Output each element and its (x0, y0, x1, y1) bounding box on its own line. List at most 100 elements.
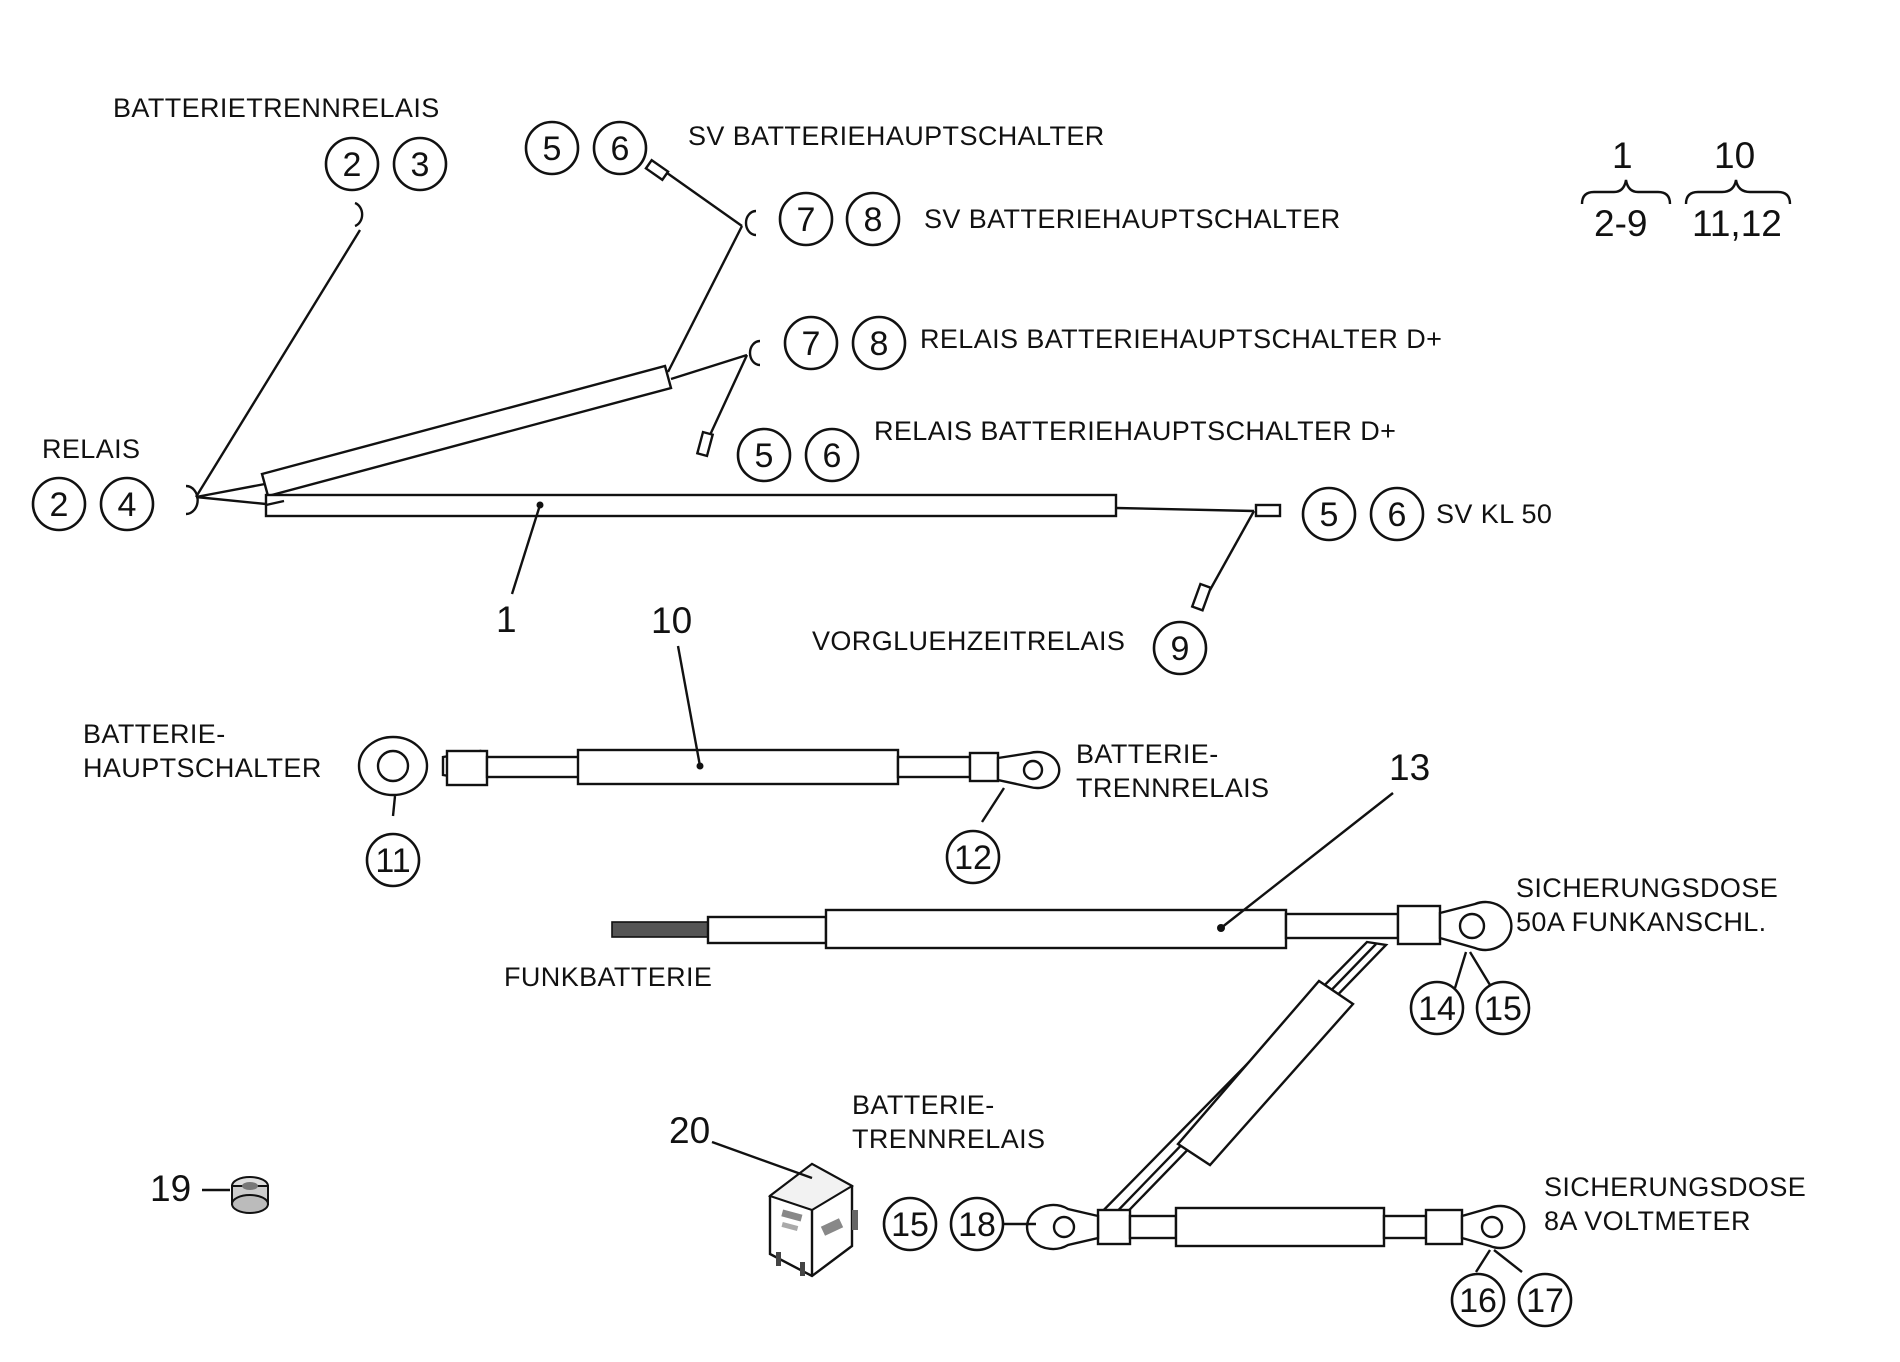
label-batterie-trennrelais-b-2: TRENNRELAIS (852, 1124, 1045, 1154)
lug-16-leader-b (1493, 1249, 1523, 1273)
svg-text:7: 7 (797, 201, 816, 239)
part-number-1: 1 (496, 599, 517, 640)
callout-kl50-6: 6 (1369, 486, 1425, 542)
main-sleeve (264, 493, 1118, 518)
sv-56-pin (644, 158, 670, 182)
svg-text:4: 4 (118, 486, 137, 524)
label-relais-batteriehauptschalter-1: RELAIS BATTERIEHAUPTSCHALTER D+ (920, 324, 1442, 354)
callout-sv2-7: 7 (778, 191, 834, 247)
svg-text:11: 11 (375, 842, 410, 880)
relay-20-icon (711, 1140, 858, 1278)
svg-text:5: 5 (755, 437, 774, 475)
label-batterie-trennrelais-b-1: BATTERIE- (852, 1090, 995, 1120)
harness-1 (185, 158, 1282, 612)
label-relais-batteriehauptschalter-2: RELAIS BATTERIEHAUPTSCHALTER D+ (874, 416, 1396, 446)
callout-rel-4: 4 (99, 476, 155, 532)
wire-to-sv-56 (659, 167, 743, 227)
wire-to-sv-78 (666, 225, 744, 373)
callout-17: 17 (1517, 1272, 1573, 1328)
lug-14-leader-a (1453, 951, 1468, 989)
lug-11-leader (391, 795, 397, 817)
callout-14: 14 (1409, 980, 1465, 1036)
svg-text:5: 5 (1320, 496, 1339, 534)
rd-78-connector (748, 339, 761, 367)
lug-12-hole (1022, 759, 1044, 781)
callout-kl50-5: 5 (1301, 486, 1357, 542)
item-10-leader (676, 645, 702, 767)
svg-text:2: 2 (343, 146, 362, 184)
svg-text:5: 5 (543, 130, 562, 168)
callout-circles: 2 3 5 6 7 8 7 8 5 6 2 4 5 6 9 11 12 14 1… (31, 120, 1573, 1328)
wire-to-kl50 (1115, 506, 1255, 513)
part-number-10: 10 (651, 600, 692, 641)
sleeve-join (265, 499, 285, 507)
callout-sv1-6: 6 (592, 120, 648, 176)
cable-13-left (706, 915, 828, 945)
lug-16-leader-a (1474, 1249, 1492, 1273)
label-batterie-hauptschalter-1: BATTERIE- (83, 719, 226, 749)
label-batterie-trennrelais-1: BATTERIE- (1076, 739, 1219, 769)
wire-to-main-sleeve (195, 495, 267, 506)
upper-sleeve (260, 364, 673, 498)
label-batterie-hauptschalter-2: HAUPTSCHALTER (83, 753, 322, 783)
wire-to-rd-56 (708, 354, 749, 436)
label-sicherungsdose-50a-2: 50A FUNKANSCHL. (1516, 907, 1767, 937)
label-batterietrennrelais-top: BATTERIETRENNRELAIS (113, 93, 440, 123)
wire-to-rd-78 (670, 353, 748, 381)
svg-text:9: 9 (1171, 630, 1190, 668)
grommet-19-icon (202, 1176, 269, 1214)
svg-text:8: 8 (870, 325, 889, 363)
legend-parent-a: 1 (1612, 135, 1633, 176)
cable-10-left (485, 755, 581, 779)
svg-text:15: 15 (1484, 990, 1522, 1028)
item-13-leader (1220, 792, 1394, 929)
lug-14-crimp (1396, 904, 1442, 946)
svg-text:7: 7 (802, 325, 821, 363)
sleeve-10 (576, 748, 900, 786)
wire-to-upper-sleeve (195, 482, 266, 499)
lug-18-crimp (1096, 1208, 1132, 1246)
svg-text:12: 12 (954, 839, 992, 877)
callout-vg-9: 9 (1152, 620, 1208, 676)
kl50-pin (1254, 503, 1282, 518)
label-sicherungsdose-8a-1: SICHERUNGSDOSE (1544, 1172, 1806, 1202)
sleeve-13 (824, 908, 1288, 950)
legend-brace-b (1684, 179, 1792, 205)
legend-brace-a (1580, 179, 1672, 205)
svg-text:17: 17 (1526, 1282, 1564, 1320)
diagonal-sleeve (1176, 979, 1355, 1167)
callout-sv2-8: 8 (845, 191, 901, 247)
sv-78-connector (744, 209, 757, 237)
cable-18 (1128, 1214, 1178, 1240)
label-sv-kl50: SV KL 50 (1436, 499, 1552, 529)
lug-18-hole (1052, 1215, 1076, 1239)
svg-text:6: 6 (1388, 496, 1407, 534)
svg-text:3: 3 (411, 146, 430, 184)
lug-14-hole (1458, 912, 1486, 940)
legend (1580, 179, 1792, 205)
svg-text:2: 2 (50, 486, 69, 524)
label-sv-batteriehauptschalter-1: SV BATTERIEHAUPTSCHALTER (688, 121, 1105, 151)
svg-text:16: 16 (1459, 1282, 1497, 1320)
harness-13 (611, 792, 1526, 1273)
callout-15a: 15 (1475, 980, 1531, 1036)
label-sicherungsdose-50a-1: SICHERUNGSDOSE (1516, 873, 1778, 903)
legend-children-b: 11,12 (1692, 203, 1782, 244)
label-sv-batteriehauptschalter-2: SV BATTERIEHAUPTSCHALTER (924, 204, 1341, 234)
lug-16-crimp (1424, 1208, 1464, 1246)
label-batterie-trennrelais-2: TRENNRELAIS (1076, 773, 1269, 803)
part-number-19: 19 (150, 1168, 191, 1209)
cable-16 (1382, 1214, 1428, 1240)
label-vorgluehzeitrelais: VORGLUEHZEITRELAIS (812, 626, 1125, 656)
batterietrennrelais-connector (354, 201, 364, 228)
callout-rd2-5: 5 (736, 427, 792, 483)
label-sicherungsdose-8a-2: 8A VOLTMETER (1544, 1206, 1751, 1236)
wire-to-vorgluehzeitrelais (1208, 510, 1256, 591)
lug-11-crimp (445, 749, 489, 787)
label-funkbatterie: FUNKBATTERIE (504, 962, 712, 992)
callout-btr-2: 2 (324, 136, 380, 192)
callout-rd2-6: 6 (804, 427, 860, 483)
label-relais: RELAIS (42, 434, 140, 464)
lug-14-leader-b (1468, 951, 1492, 986)
